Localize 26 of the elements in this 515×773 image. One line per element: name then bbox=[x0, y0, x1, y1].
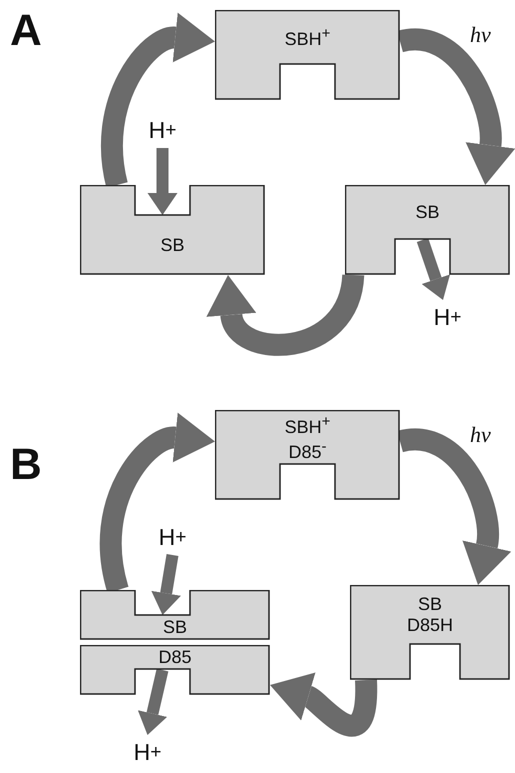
curved-arrow bbox=[207, 273, 364, 356]
block-label: SB bbox=[415, 202, 440, 223]
curved-arrow bbox=[100, 12, 215, 188]
protein-block bbox=[80, 645, 270, 695]
block-label: D85 bbox=[158, 647, 192, 668]
edge-label: hν bbox=[470, 22, 491, 48]
block-label: SB bbox=[162, 617, 187, 638]
protein-block bbox=[215, 10, 400, 100]
curved-arrow bbox=[398, 428, 512, 586]
arrow bbox=[151, 554, 181, 615]
protein-block bbox=[80, 590, 270, 640]
protein-block bbox=[345, 185, 510, 275]
panel-letter: A bbox=[10, 6, 42, 56]
block-label: SBH$^{+}$ D85$^{-}$ bbox=[284, 412, 332, 462]
protein-block bbox=[80, 185, 265, 275]
protein-block bbox=[350, 585, 510, 680]
block-label: SB D85H bbox=[406, 594, 454, 636]
arrow bbox=[416, 238, 450, 300]
arrow bbox=[138, 668, 168, 735]
edge-label: hν bbox=[470, 422, 491, 448]
panel-letter: B bbox=[10, 440, 42, 490]
curved-arrow bbox=[398, 28, 515, 186]
block-label: SB bbox=[160, 234, 184, 256]
protein-block bbox=[215, 410, 400, 500]
block-label: SBH$^{+}$ bbox=[284, 25, 330, 50]
arrow bbox=[148, 148, 178, 215]
